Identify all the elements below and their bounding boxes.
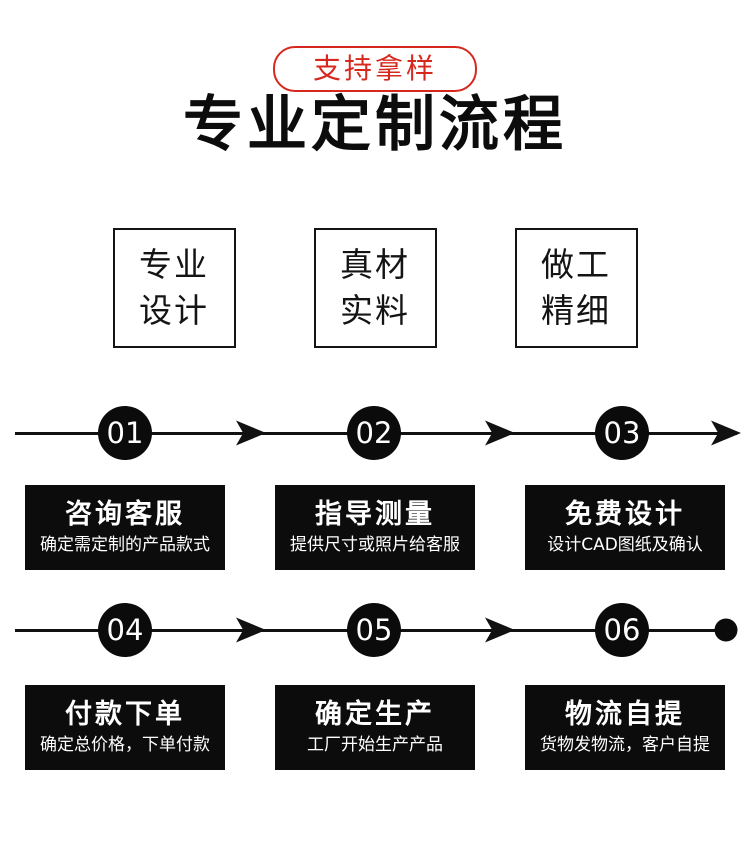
step-label-row-2: 付款下单 确定总价格，下单付款 确定生产 工厂开始生产产品 物流自提 货物发物流… bbox=[25, 685, 725, 770]
feature-text-line: 真材 bbox=[340, 244, 410, 284]
feature-professional-design: 专业 设计 bbox=[112, 228, 236, 348]
flow-end-dot-icon bbox=[714, 618, 738, 642]
step-title: 免费设计 bbox=[565, 498, 685, 530]
step-number-badge-02: 02 bbox=[347, 406, 401, 460]
step-title: 咨询客服 bbox=[65, 498, 185, 530]
step-number: 06 bbox=[603, 613, 641, 647]
step-number-badge-03: 03 bbox=[595, 406, 649, 460]
step-box-measure: 指导测量 提供尺寸或照片给客服 bbox=[275, 485, 475, 570]
sample-support-badge: 支持拿样 bbox=[272, 46, 478, 92]
step-number: 04 bbox=[106, 613, 144, 647]
step-number: 01 bbox=[106, 416, 144, 450]
step-description: 提供尺寸或照片给客服 bbox=[290, 534, 460, 555]
step-number-badge-05: 05 bbox=[347, 603, 401, 657]
step-description: 设计CAD图纸及确认 bbox=[547, 534, 703, 555]
feature-text-line: 实料 bbox=[340, 291, 410, 330]
step-number-badge-06: 06 bbox=[595, 603, 649, 657]
feature-real-materials: 真材 实料 bbox=[313, 228, 437, 348]
step-number-badge-04: 04 bbox=[98, 603, 152, 657]
feature-list: 专业 设计 真材 实料 做工 精细 bbox=[0, 228, 750, 348]
step-description: 工厂开始生产产品 bbox=[307, 734, 443, 755]
step-description: 货物发物流，客户自提 bbox=[540, 734, 710, 755]
step-number: 03 bbox=[603, 416, 641, 450]
feature-fine-workmanship: 做工 精细 bbox=[514, 228, 638, 348]
step-title: 物流自提 bbox=[565, 698, 685, 730]
step-box-free-design: 免费设计 设计CAD图纸及确认 bbox=[525, 485, 725, 570]
step-box-production: 确定生产 工厂开始生产产品 bbox=[275, 685, 475, 770]
page-title: 专业定制流程 bbox=[183, 90, 567, 160]
step-box-consult: 咨询客服 确定需定制的产品款式 bbox=[25, 485, 225, 570]
step-number: 02 bbox=[355, 416, 393, 450]
step-box-logistics: 物流自提 货物发物流，客户自提 bbox=[525, 685, 725, 770]
step-description: 确定需定制的产品款式 bbox=[40, 534, 210, 555]
step-title: 确定生产 bbox=[315, 698, 435, 730]
step-number: 05 bbox=[355, 613, 393, 647]
feature-text-line: 精细 bbox=[541, 291, 611, 330]
step-label-row-1: 咨询客服 确定需定制的产品款式 指导测量 提供尺寸或照片给客服 免费设计 设计C… bbox=[25, 485, 725, 570]
step-box-payment: 付款下单 确定总价格，下单付款 bbox=[25, 685, 225, 770]
step-title: 付款下单 bbox=[65, 698, 185, 730]
feature-text-line: 设计 bbox=[139, 291, 209, 330]
feature-text-line: 做工 bbox=[541, 244, 611, 284]
feature-text-line: 专业 bbox=[139, 244, 209, 284]
step-description: 确定总价格，下单付款 bbox=[40, 734, 210, 755]
step-title: 指导测量 bbox=[315, 498, 435, 530]
step-number-badge-01: 01 bbox=[98, 406, 152, 460]
